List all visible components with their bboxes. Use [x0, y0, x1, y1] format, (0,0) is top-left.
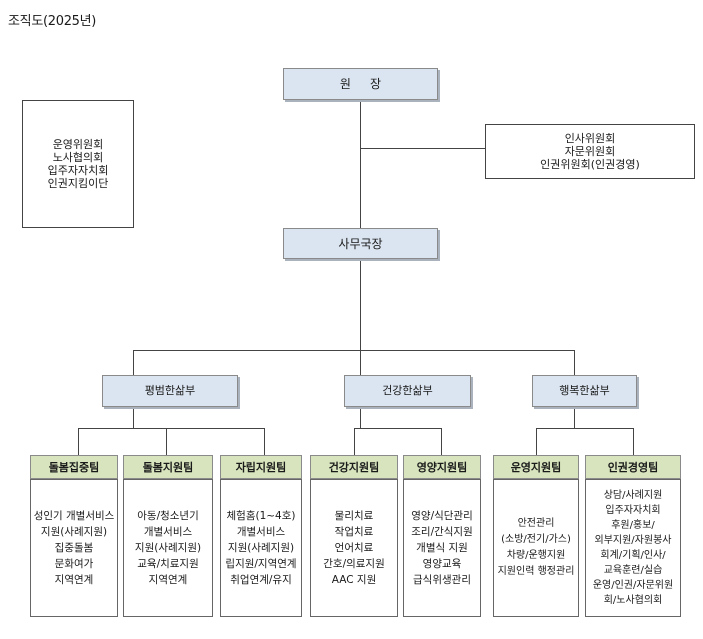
team-duty: 언어치료: [334, 542, 374, 554]
team-duty: 간호/의료지원: [323, 558, 385, 570]
director-label: 원 장: [339, 77, 382, 91]
team-name: 영양지원팀: [416, 461, 468, 474]
connector-departments-bar: [133, 350, 574, 351]
committee-right-item: 자문위원회: [564, 145, 616, 158]
secretary-general-box: 사무국장: [283, 228, 438, 259]
team-duties-4: 물리치료 작업치료 언어치료 간호/의료지원 AAC 지원: [310, 479, 398, 617]
team-duty: 개별식 지원: [416, 542, 468, 554]
committee-left-item: 운영위원회: [52, 138, 104, 151]
team-duty: 지원(사례지원): [134, 542, 202, 554]
connector-dept1-teams: [78, 428, 264, 429]
team-duty: 운영/인권/자문위원: [592, 580, 674, 591]
connector-right-committees: [360, 148, 485, 149]
team-duty: 교육/치료지원: [137, 558, 199, 570]
team-duty: 영양교육: [422, 558, 462, 570]
team-duty: 개별서비스: [236, 526, 286, 538]
department-box-3: 행복한삶부: [532, 375, 637, 407]
team-duty: 조리/간식지원: [411, 526, 473, 538]
team-duty: 물리치료: [334, 510, 374, 522]
team-duty: 지원(사례지원): [227, 542, 295, 554]
team-name: 자립지원팀: [235, 461, 287, 474]
team-duties-3: 체험홈(1~4호) 개별서비스 지원(사례지원) 립지원/지역연계 취업연계/유…: [220, 479, 302, 617]
team-name: 건강지원팀: [328, 461, 380, 474]
committee-right-item: 인권위원회(인권경영): [540, 158, 640, 171]
department-box-1: 평범한삶부: [102, 375, 238, 407]
committee-left-item: 인권지킴이단: [47, 177, 109, 190]
secretary-general-label: 사무국장: [338, 236, 383, 251]
team-duty: 교육훈련/실습: [603, 565, 663, 576]
connector-team5: [441, 428, 442, 455]
team-duty: (소방/전기/가스): [501, 534, 571, 545]
team-header-2: 돌봄지원팀: [123, 455, 213, 479]
connector-secretary-departments: [360, 259, 361, 350]
team-duties-5: 영양/식단관리 조리/간식지원 개별식 지원 영양교육 급식위생관리: [403, 479, 481, 617]
team-duties-1: 성인기 개별서비스 지원(사례지원) 집중돌봄 문화여가 지역연계: [30, 479, 118, 617]
connector-dept3: [574, 350, 575, 375]
connector-team3: [264, 428, 265, 455]
connector-dept1-down: [133, 407, 134, 428]
team-name: 돌봄지원팀: [142, 461, 194, 474]
connector-team4: [354, 428, 355, 455]
connector-dept2-teams: [354, 428, 441, 429]
department-label: 평범한삶부: [144, 384, 196, 397]
team-duty: AAC 지원: [331, 574, 377, 586]
connector-team2: [166, 428, 167, 455]
team-duty: 외부지원/자원봉사: [594, 535, 672, 546]
team-duties-6: 안전관리 (소방/전기/가스) 차량/운행지원 지원인력 행정관리: [493, 479, 579, 617]
team-duty: 차량/운행지원: [506, 550, 566, 561]
connector-dept3-down: [574, 407, 575, 428]
committee-left-item: 노사협의회: [52, 151, 104, 164]
team-duty: 작업치료: [334, 526, 374, 538]
team-name: 돌봄집중팀: [48, 461, 100, 474]
team-header-7: 인권경영팀: [585, 455, 681, 479]
team-duty: 지원인력 행정관리: [497, 566, 575, 577]
team-duty: 개별서비스: [143, 526, 193, 538]
page-title: 조직도(2025년): [8, 14, 97, 29]
director-box: 원 장: [283, 68, 438, 100]
team-duty: 안전관리: [517, 518, 555, 529]
team-duty: 영양/식단관리: [411, 510, 473, 522]
team-duty: 립지원/지역연계: [225, 558, 297, 570]
team-name: 운영지원팀: [510, 461, 562, 474]
team-duty: 지역연계: [148, 574, 188, 586]
team-duty: 후원/홍보/: [611, 520, 655, 531]
department-label: 행복한삶부: [559, 384, 610, 397]
committee-right-item: 인사위원회: [564, 132, 616, 145]
team-duty: 지원(사례지원): [40, 526, 108, 538]
team-name: 인권경영팀: [607, 461, 659, 474]
connector-dept2-down: [360, 407, 361, 428]
team-duty: 상담/사례지원: [603, 490, 663, 501]
committees-left-box: 운영위원회 노사협의회 입주자자치회 인권지킴이단: [22, 100, 134, 228]
connector-director-secretary: [360, 100, 361, 228]
connector-team6: [536, 428, 537, 455]
team-duty: 아동/청소년기: [137, 510, 199, 522]
team-duty: 성인기 개별서비스: [33, 510, 115, 522]
committee-left-item: 입주자자치회: [47, 164, 109, 177]
committees-right-box: 인사위원회 자문위원회 인권위원회(인권경영): [485, 124, 695, 179]
team-duty: 입주자자치회: [605, 505, 661, 516]
team-duty: 집중돌봄: [54, 542, 94, 554]
connector-dept3-teams: [536, 428, 633, 429]
team-duty: 체험홈(1~4호): [226, 510, 296, 522]
department-label: 건강한삶부: [382, 384, 433, 397]
team-header-3: 자립지원팀: [220, 455, 302, 479]
team-header-5: 영양지원팀: [403, 455, 481, 479]
connector-dept1: [133, 350, 134, 375]
team-duties-2: 아동/청소년기 개별서비스 지원(사례지원) 교육/치료지원 지역연계: [123, 479, 213, 617]
team-duty: 문화여가: [54, 558, 94, 570]
team-duty: 회/노사협의회: [603, 595, 663, 606]
team-duty: 회계/기획/인사/: [600, 550, 666, 561]
team-duties-7: 상담/사례지원 입주자자치회 후원/홍보/ 외부지원/자원봉사 회계/기획/인사…: [585, 479, 681, 617]
team-duty: 취업연계/유지: [230, 574, 292, 586]
team-header-6: 운영지원팀: [493, 455, 579, 479]
team-header-1: 돌봄집중팀: [30, 455, 118, 479]
connector-team7: [633, 428, 634, 455]
department-box-2: 건강한삶부: [344, 375, 471, 407]
team-duty: 지역연계: [54, 574, 94, 586]
connector-dept2: [360, 350, 361, 375]
team-duty: 급식위생관리: [413, 574, 471, 586]
connector-team1: [78, 428, 79, 455]
team-header-4: 건강지원팀: [310, 455, 398, 479]
